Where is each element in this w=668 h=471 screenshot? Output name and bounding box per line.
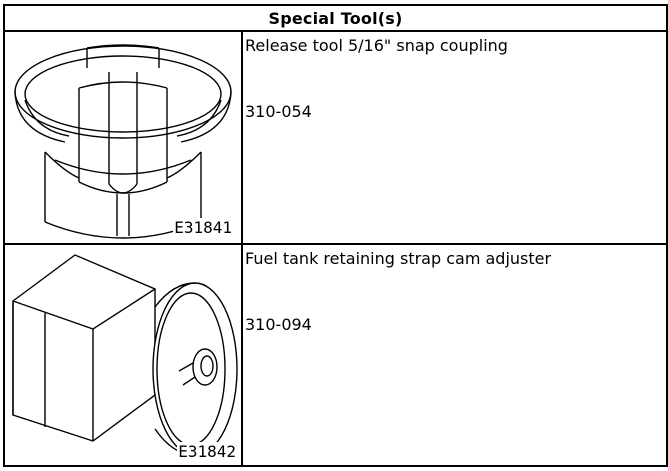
tool-illustration-cell: E31841 — [3, 30, 243, 245]
tool-name: Release tool 5/16" snap coupling — [245, 36, 508, 55]
table-row: E31842 Fuel tank retaining strap cam adj… — [3, 243, 668, 467]
table-header: Special Tool(s) — [3, 4, 668, 32]
tool-name: Fuel tank retaining strap cam adjuster — [245, 249, 552, 268]
tool-description-cell: Release tool 5/16" snap coupling 310-054 — [241, 30, 668, 245]
image-code-label: E31841 — [173, 218, 233, 237]
tool-illustration-cell: E31842 — [3, 243, 243, 467]
tool-description-cell: Fuel tank retaining strap cam adjuster 3… — [241, 243, 668, 467]
special-tools-table: Special Tool(s) — [3, 4, 668, 467]
tool-number: 310-094 — [245, 315, 312, 334]
table-row: E31841 Release tool 5/16" snap coupling … — [3, 30, 668, 245]
cam-adjuster-illustration — [12, 254, 238, 456]
image-code-label: E31842 — [177, 442, 237, 461]
release-tool-illustration — [14, 44, 232, 239]
tool-number: 310-054 — [245, 102, 312, 121]
